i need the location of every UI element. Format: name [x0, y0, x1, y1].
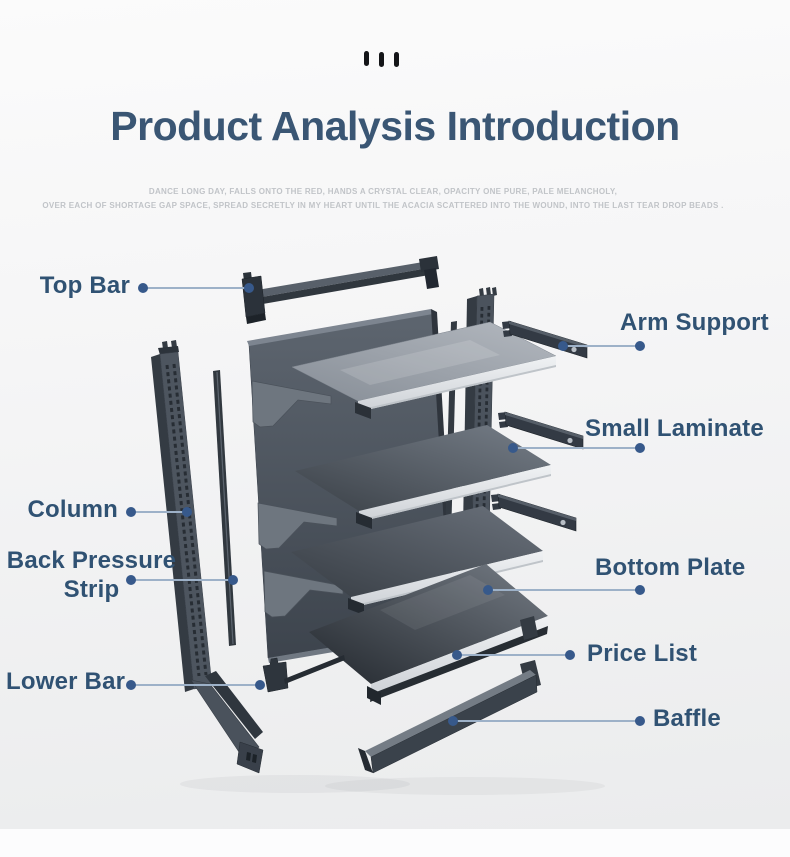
label-bottom-plate: Bottom Plate — [595, 554, 746, 581]
bar-glyph — [364, 51, 369, 66]
label-lower-bar: Lower Bar — [6, 668, 126, 695]
back-pressure-strip-part — [213, 370, 236, 646]
leader-line-column — [126, 507, 192, 517]
label-top-bar: Top Bar — [39, 272, 130, 299]
left-column-part — [151, 340, 264, 774]
shelf-laminate-part — [291, 321, 557, 419]
arm-support-part — [491, 320, 588, 532]
leader-line-small-laminate — [508, 443, 645, 453]
label-small-laminate: Small Laminate — [585, 415, 764, 442]
leader-line-bottom-plate — [483, 585, 645, 595]
lower-bar-part — [262, 655, 345, 693]
tagline: DANCE LONG DAY, FALLS ONTO THE RED, HAND… — [0, 185, 766, 213]
page-title: Product Analysis Introduction — [110, 103, 680, 149]
leader-line-arm-support — [558, 341, 645, 351]
label-column: Column — [27, 496, 118, 523]
leader-line-price-list — [452, 650, 575, 660]
leader-line-baffle — [448, 716, 645, 726]
leader-line-back-pressure-strip — [126, 575, 238, 585]
bottom-band — [0, 829, 790, 857]
three-vertical-bars-icon — [364, 51, 399, 67]
ground-shadow — [180, 775, 605, 795]
tagline-line-1: DANCE LONG DAY, FALLS ONTO THE RED, HAND… — [148, 187, 618, 196]
wall-bracket-part — [251, 380, 344, 618]
label-baffle: Baffle — [653, 705, 721, 732]
bar-glyph — [379, 52, 384, 67]
label-back-pressure-strip: Back Pressure Strip — [6, 547, 177, 603]
tagline-line-2: OVER EACH OF SHORTAGE GAP SPACE, SPREAD … — [42, 201, 724, 210]
label-price-list: Price List — [587, 640, 698, 667]
label-arm-support: Arm Support — [620, 309, 769, 336]
leader-line-lower-bar — [126, 680, 265, 690]
bar-glyph — [394, 52, 399, 67]
leader-line-top-bar — [138, 283, 254, 293]
top-bar-part — [241, 256, 439, 324]
small-laminate-part — [295, 425, 551, 529]
